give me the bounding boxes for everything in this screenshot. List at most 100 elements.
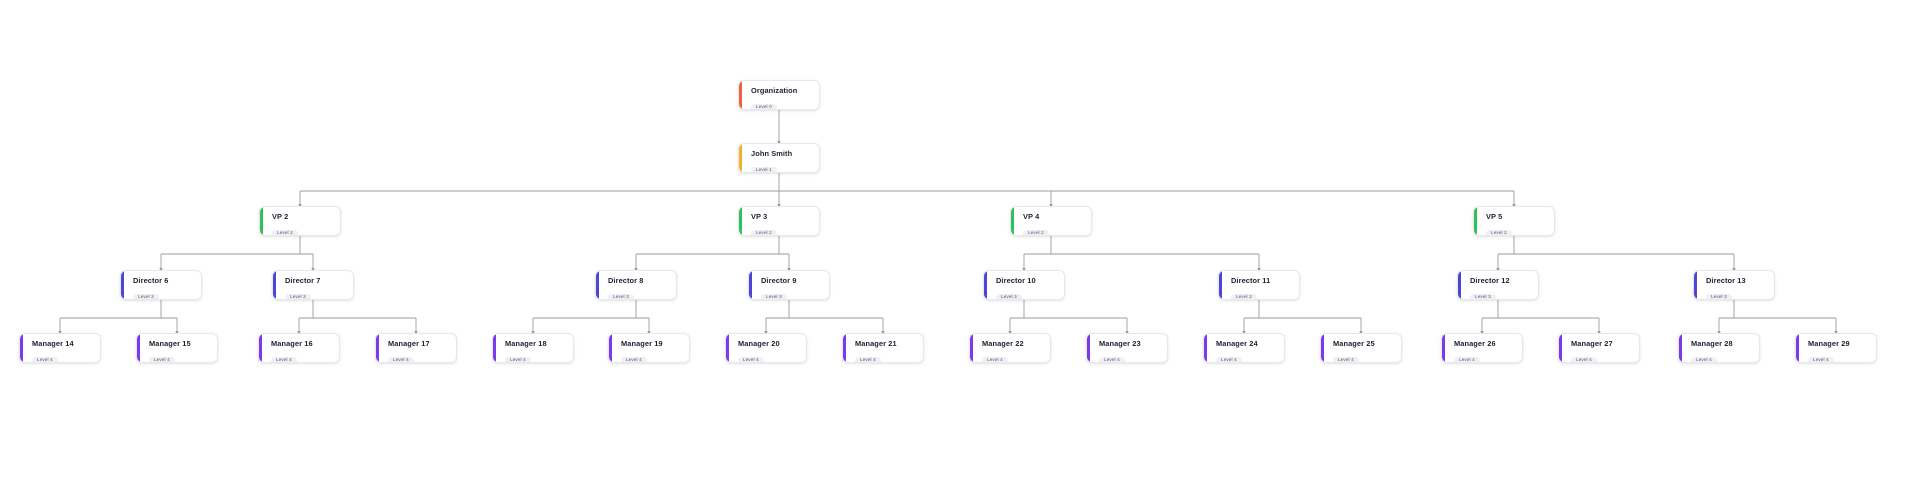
node-accent-bar	[121, 271, 124, 299]
node-accent-bar	[259, 334, 262, 362]
node-level-badge: Level 4	[1691, 356, 1717, 362]
node-level-badge: Level 4	[505, 356, 531, 362]
org-node-director-6[interactable]: Director 6 Level 3	[120, 270, 202, 300]
node-title: Director 6	[133, 276, 169, 285]
org-node-director-13[interactable]: Director 13 Level 3	[1693, 270, 1775, 300]
node-accent-bar	[137, 334, 140, 362]
node-body: Manager 17 Level 4	[376, 334, 456, 362]
node-title: John Smith	[751, 149, 793, 158]
node-body: Director 10 Level 3	[984, 271, 1064, 299]
node-accent-bar	[596, 271, 599, 299]
node-accent-bar	[1559, 334, 1562, 362]
node-level-badge: Level 3	[1231, 293, 1257, 299]
node-level-badge: Level 2	[751, 229, 777, 235]
org-node-manager-23[interactable]: Manager 23 Level 4	[1086, 333, 1168, 363]
node-level-badge: Level 3	[996, 293, 1022, 299]
node-title: Director 13	[1706, 276, 1746, 285]
node-title: Director 9	[761, 276, 797, 285]
node-accent-bar	[1087, 334, 1090, 362]
node-level-badge: Level 3	[1706, 293, 1732, 299]
node-level-badge: Level 3	[608, 293, 634, 299]
node-body: Director 11 Level 3	[1219, 271, 1299, 299]
node-level-badge: Level 3	[133, 293, 159, 299]
node-accent-bar	[984, 271, 987, 299]
node-level-badge: Level 0	[751, 103, 777, 109]
node-title: Manager 24	[1216, 339, 1258, 348]
node-title: Manager 17	[388, 339, 430, 348]
node-title: VP 5	[1486, 212, 1503, 221]
node-title: Director 11	[1231, 276, 1271, 285]
node-accent-bar	[1694, 271, 1697, 299]
org-node-vp-5[interactable]: VP 5 Level 2	[1473, 206, 1555, 236]
node-title: Manager 28	[1691, 339, 1733, 348]
node-level-badge: Level 3	[1470, 293, 1496, 299]
node-level-badge: Level 2	[1486, 229, 1512, 235]
org-node-director-7[interactable]: Director 7 Level 3	[272, 270, 354, 300]
node-accent-bar	[260, 207, 263, 235]
node-level-badge: Level 2	[272, 229, 298, 235]
node-accent-bar	[970, 334, 973, 362]
node-level-badge: Level 3	[285, 293, 311, 299]
node-accent-bar	[1204, 334, 1207, 362]
node-accent-bar	[1011, 207, 1014, 235]
node-level-badge: Level 4	[1216, 356, 1242, 362]
org-node-director-10[interactable]: Director 10 Level 3	[983, 270, 1065, 300]
node-title: Director 7	[285, 276, 321, 285]
node-accent-bar	[843, 334, 846, 362]
node-level-badge: Level 3	[761, 293, 787, 299]
node-level-badge: Level 4	[32, 356, 58, 362]
node-level-badge: Level 4	[1099, 356, 1125, 362]
node-title: Manager 27	[1571, 339, 1613, 348]
node-accent-bar	[20, 334, 23, 362]
org-node-manager-24[interactable]: Manager 24 Level 4	[1203, 333, 1285, 363]
node-accent-bar	[739, 207, 742, 235]
org-node-manager-17[interactable]: Manager 17 Level 4	[375, 333, 457, 363]
node-accent-bar	[493, 334, 496, 362]
node-level-badge: Level 4	[388, 356, 414, 362]
node-accent-bar	[609, 334, 612, 362]
node-title: Director 10	[996, 276, 1036, 285]
node-accent-bar	[1796, 334, 1799, 362]
node-accent-bar	[726, 334, 729, 362]
node-level-badge: Level 4	[149, 356, 175, 362]
org-node-director-9[interactable]: Director 9 Level 3	[748, 270, 830, 300]
node-body: VP 5 Level 2	[1474, 207, 1554, 235]
node-title: Manager 19	[621, 339, 663, 348]
node-title: Manager 23	[1099, 339, 1141, 348]
org-node-manager-28[interactable]: Manager 28 Level 4	[1678, 333, 1760, 363]
org-node-director-11[interactable]: Director 11 Level 3	[1218, 270, 1300, 300]
